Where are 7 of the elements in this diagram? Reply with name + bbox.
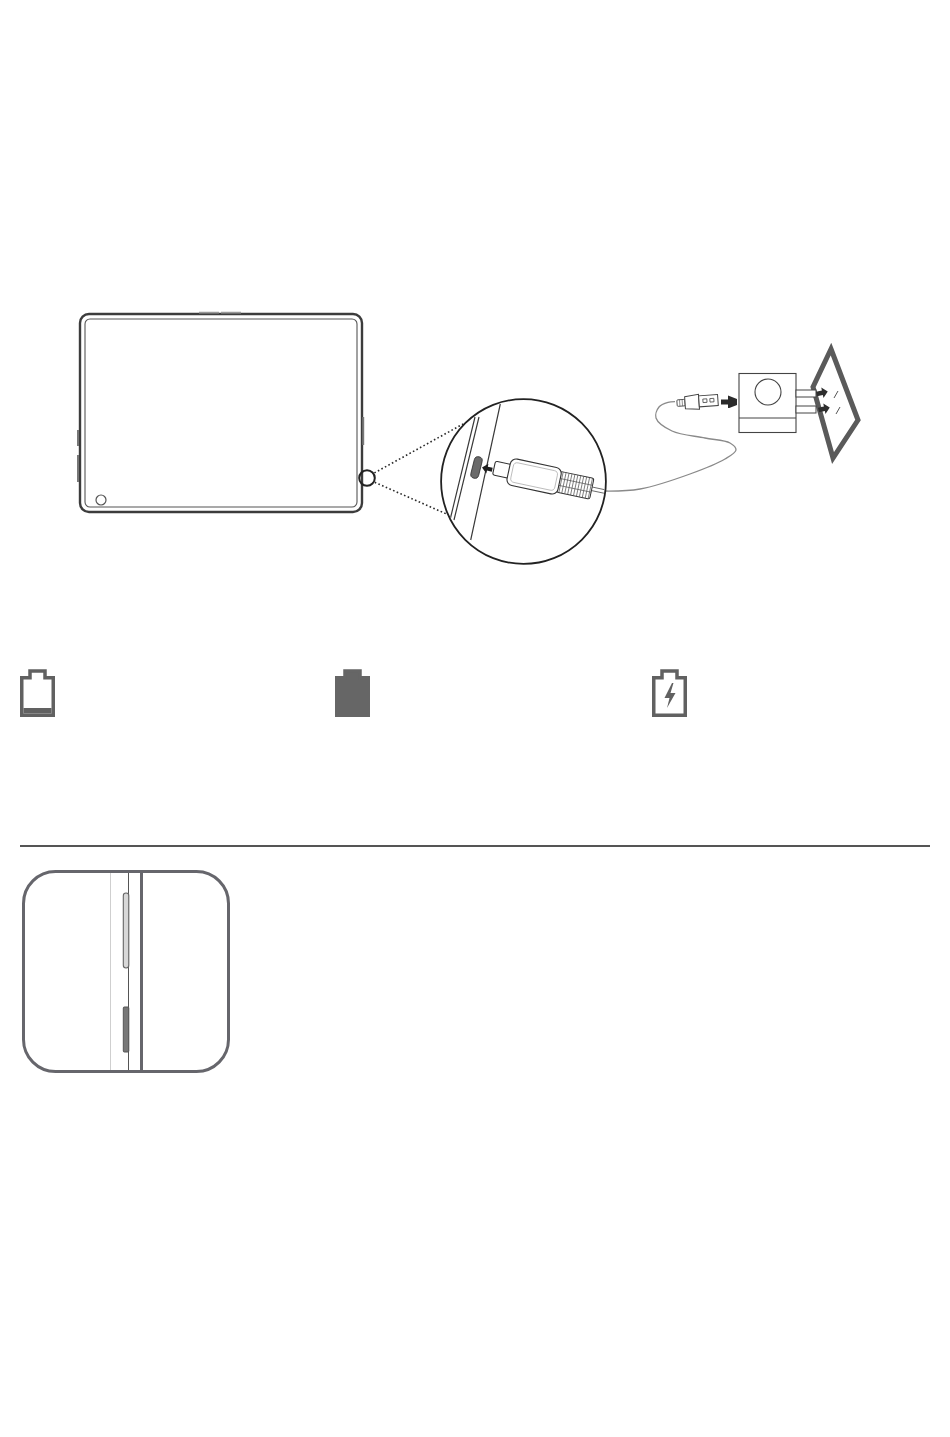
- usb-plug-drawing: [675, 392, 721, 412]
- tablet-drawing: [76, 311, 365, 515]
- magnifier-ring: [358, 469, 376, 487]
- charging-cable: [604, 400, 737, 492]
- zoom-guide-line: [373, 481, 449, 516]
- magnified-view: [440, 398, 607, 565]
- power-adapter-drawing: [737, 371, 818, 435]
